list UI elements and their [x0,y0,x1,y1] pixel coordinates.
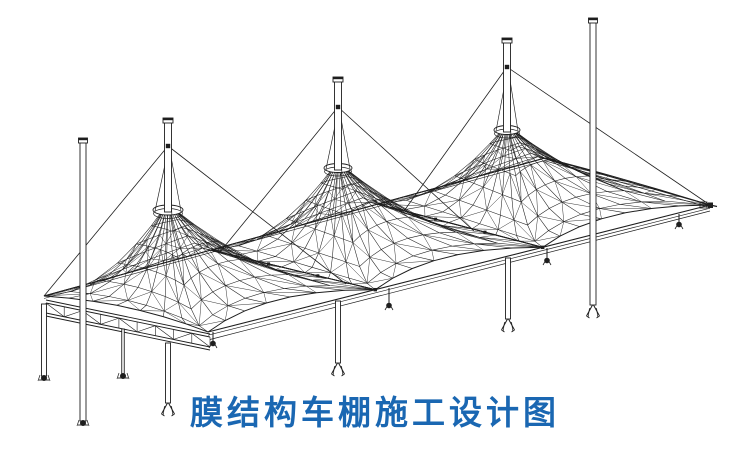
drawing-title: 膜结构车棚施工设计图 [190,393,560,432]
membrane-cone-1 [43,204,376,333]
masts-and-columns [37,17,600,427]
edge-beams-and-truss [45,157,718,351]
anchor-fittings [208,201,713,349]
membrane-cone-2 [209,163,543,291]
membrane-cone-3 [376,125,711,248]
